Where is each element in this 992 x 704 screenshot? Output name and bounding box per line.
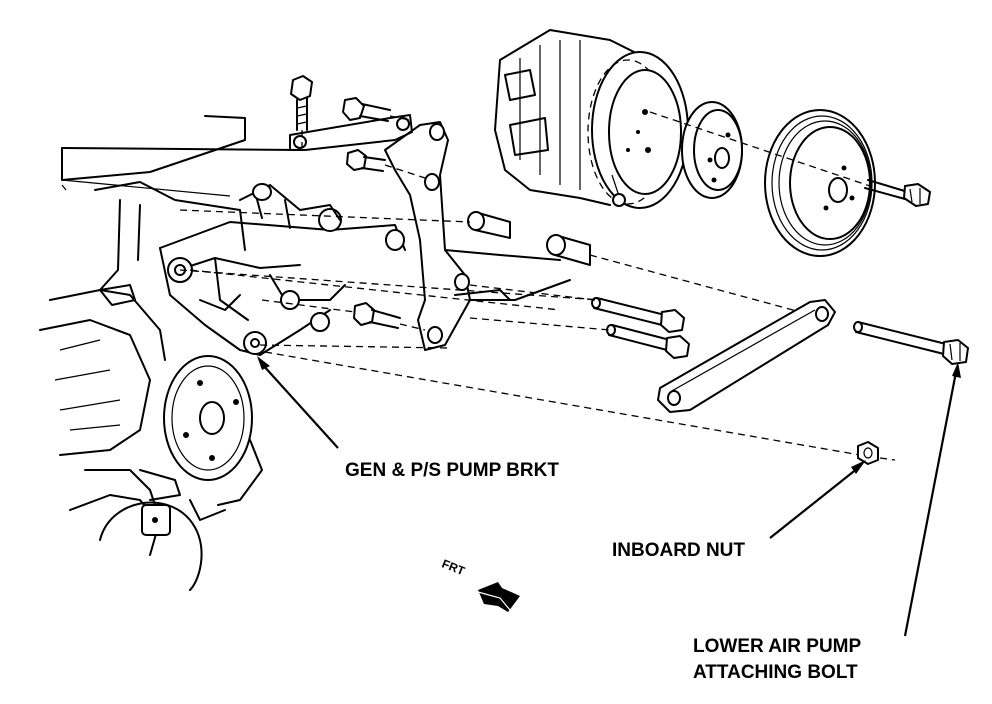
spacer-sleeves xyxy=(179,209,831,321)
inboard-nut-label: INBOARD NUT xyxy=(612,540,745,561)
inboard-nut xyxy=(264,351,896,465)
water-pump-pulley xyxy=(139,355,263,536)
lower-air-pump-bolt-label-line1: LOWER AIR PUMP xyxy=(693,636,862,657)
air-pump-link-bar xyxy=(657,299,836,413)
leader-gen-ps-bracket xyxy=(261,363,339,449)
bracket-lower-bolt-left xyxy=(261,299,426,331)
top-vertical-bolt xyxy=(290,75,313,148)
front-indicator-label: FRT xyxy=(440,557,467,579)
gen-ps-pump-bracket-label: GEN & P/S PUMP BRKT xyxy=(345,460,559,481)
alternator-pulley xyxy=(764,109,876,257)
alternator-upper-bracket xyxy=(384,121,571,351)
long-bolt-lower xyxy=(469,317,690,359)
engine-block xyxy=(39,115,301,591)
leader-lower-bolt xyxy=(903,371,958,637)
bracket-upper-bolt xyxy=(346,149,426,179)
brace-bolt xyxy=(342,97,411,122)
front-direction-arrow xyxy=(477,582,520,612)
gen-ps-pump-bracket xyxy=(159,183,406,356)
pulley-bolt xyxy=(649,111,931,207)
leader-lines xyxy=(257,356,961,637)
lower-air-pump-attaching-bolt xyxy=(853,321,969,365)
centerline-bracket-lower xyxy=(259,344,451,349)
centerline-lower xyxy=(179,269,601,301)
spacer-pulley xyxy=(681,101,743,199)
alternator-brace xyxy=(289,114,413,151)
alternator-generator xyxy=(494,29,689,209)
long-bolt-upper xyxy=(469,284,685,333)
centerline-bracket xyxy=(189,269,561,311)
leader-inboard-nut xyxy=(769,467,859,539)
lower-air-pump-bolt-label-line2: ATTACHING BOLT xyxy=(693,662,858,683)
